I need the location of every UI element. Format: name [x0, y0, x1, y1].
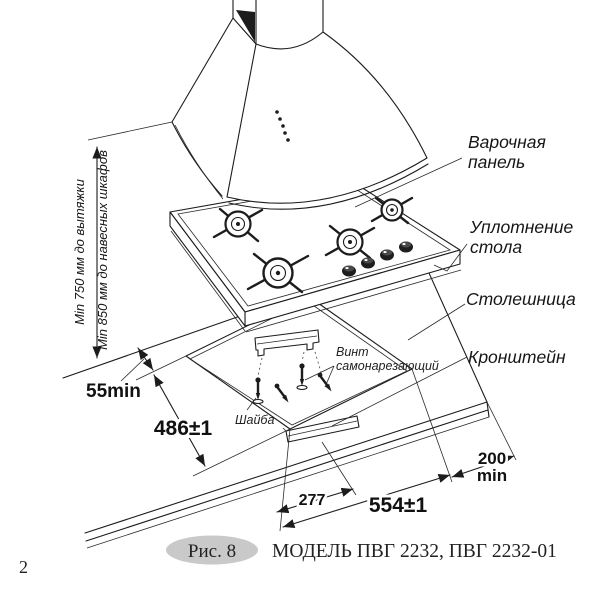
burner — [246, 252, 310, 294]
bracket-upper — [254, 329, 320, 357]
hood-control-dots — [275, 110, 290, 142]
washer-glyph — [296, 384, 308, 391]
label-hob-line2: панель — [468, 152, 525, 172]
figure-caption: Рис. 8 МОДЕЛЬ ПВГ 2232, ПВГ 2232-01 — [166, 535, 557, 565]
chimney-shade — [236, 10, 255, 42]
countertop-right-edge — [419, 252, 488, 403]
caption-tag-ellipse — [166, 535, 258, 565]
dim-min750-label: Min 750 мм до вытяжки — [72, 179, 87, 325]
dim-277-label: 277 — [299, 492, 326, 509]
dimension-200min: 200 min — [451, 447, 515, 488]
control-knob — [399, 241, 413, 253]
screw-with-washer-right — [296, 363, 308, 391]
label-seal-line2: стола — [470, 237, 522, 257]
dim-55min-label: 55min — [86, 381, 141, 402]
part-labels: Варочная панель Уплотнение стола Столешн… — [235, 132, 576, 427]
dimension-554: 554±1 — [282, 474, 451, 528]
label-screw-line2: самонарезающий — [336, 359, 439, 373]
caption-title: МОДЕЛЬ ПВГ 2232, ПВГ 2232-01 — [272, 541, 557, 562]
part-label-leaders — [246, 157, 468, 427]
control-knob — [380, 249, 394, 261]
label-countertop: Столешница — [466, 289, 576, 309]
burner — [370, 196, 414, 225]
hood-chimney — [232, 0, 324, 45]
screw-guides — [257, 351, 322, 377]
label-bracket: Кронштейн — [468, 347, 566, 367]
label-seal-line1: Уплотнение — [469, 217, 574, 237]
dim-486-label: 486±1 — [154, 417, 213, 440]
control-knobs — [342, 241, 413, 277]
dimension-vertical-clearance: Min 750 мм до вытяжки Min 850 мм до наве… — [72, 121, 173, 359]
dim-554-label: 554±1 — [369, 494, 428, 517]
screw-tilted-left — [274, 383, 289, 403]
label-screw-line1: Винт — [336, 345, 369, 359]
hood-cone — [172, 18, 427, 203]
control-knob — [361, 257, 375, 269]
dim-200-label: 200 — [478, 449, 506, 468]
range-hood — [171, 0, 429, 210]
label-washer: Шайба — [235, 413, 274, 427]
burner — [324, 224, 376, 260]
cooktop — [169, 179, 462, 333]
label-hob-line1: Варочная — [468, 132, 546, 152]
cooktop-left-band — [169, 211, 246, 327]
table-seal-strip — [245, 269, 462, 333]
dim-min850-label: Min 850 мм до навесных шкафов — [95, 150, 110, 350]
caption-tag: Рис. 8 — [188, 541, 236, 562]
bracket-lower — [282, 415, 360, 443]
dim-200-unit-label: min — [477, 466, 507, 485]
burner — [212, 207, 264, 243]
dimension-55min: 55min — [84, 347, 154, 405]
page-number: 2 — [19, 557, 28, 577]
dimension-bottom-group: 277 554±1 200 min — [276, 368, 517, 532]
dimension-486: 486±1 — [135, 355, 291, 477]
control-knob — [342, 265, 356, 277]
